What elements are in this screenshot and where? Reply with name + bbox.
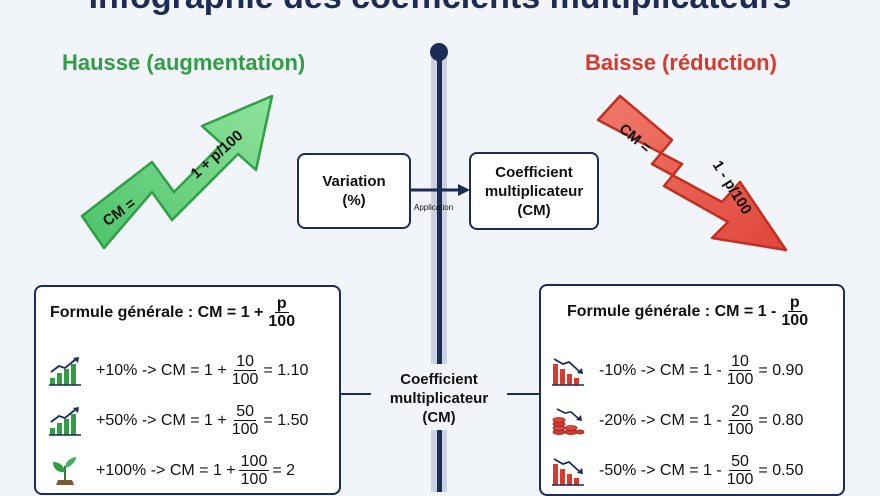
application-label: Application	[414, 203, 454, 212]
cm-box-line2: multiplicateur	[484, 182, 584, 200]
baisse-row-result: = 0.50	[758, 461, 804, 479]
baisse-row: -10% -> CM = 1 - 10 100 = 0.90	[551, 353, 803, 388]
variation-box: Variation (%)	[297, 153, 411, 229]
center-cm-line2: multiplicateur	[389, 390, 489, 407]
hausse-formula-prefix: Formule générale : CM = 1 +	[50, 303, 264, 321]
baisse-row-fraction: 20 100	[725, 403, 756, 438]
hausse-row-prefix: +50% -> CM = 1 +	[96, 411, 227, 429]
arrow-down-icon: CM = 1 - p/100	[596, 94, 788, 252]
baisse-row-result: = 0.90	[758, 361, 804, 379]
fraction-numerator: 100	[238, 453, 270, 471]
baisse-formula: Formule générale : CM = 1 - p 100	[567, 294, 813, 329]
center-cm-label: Coefficient multiplicateur (CM)	[371, 364, 507, 430]
baisse-row: -50% -> CM = 1 - 50 100 = 0.50	[551, 453, 803, 488]
fraction-numerator: 50	[729, 453, 751, 471]
fraction-numerator: 10	[234, 353, 256, 371]
fraction-denominator: 100	[268, 313, 296, 330]
bar-chart-down-icon	[552, 357, 584, 386]
baisse-row-fraction: 50 100	[725, 453, 756, 488]
fraction-denominator: 100	[231, 371, 259, 388]
fraction-denominator: 100	[781, 312, 809, 329]
fraction-numerator: p	[274, 295, 289, 313]
baisse-formula-fraction: p 100	[779, 294, 810, 329]
baisse-formula-prefix: Formule générale : CM = 1 -	[567, 302, 777, 320]
variation-line2: (%)	[342, 192, 366, 209]
bar-chart-up-icon	[49, 356, 81, 386]
baisse-row-result: = 0.80	[758, 411, 804, 429]
baisse-row-prefix: -50% -> CM = 1 -	[599, 461, 722, 479]
fraction-numerator: 20	[729, 403, 751, 421]
hausse-row-fraction: 50 100	[230, 403, 261, 438]
hausse-row-result: = 2	[272, 461, 296, 479]
baisse-heading: Baisse (réduction)	[585, 50, 777, 75]
baisse-row-prefix: -20% -> CM = 1 -	[599, 411, 722, 429]
coin-stack-down-icon	[552, 407, 585, 435]
hausse-row-fraction: 100 100	[238, 453, 270, 488]
cm-box-line3: (CM)	[517, 201, 551, 219]
fraction-denominator: 100	[231, 421, 259, 438]
cm-box: Coefficient multiplicateur (CM)	[469, 152, 599, 230]
fraction-denominator: 100	[726, 421, 754, 438]
bar-chart-down-icon	[552, 457, 584, 486]
hausse-row-prefix: +100% -> CM = 1 +	[96, 461, 236, 479]
axis-top-dot	[430, 43, 448, 61]
fraction-denominator: 100	[726, 371, 754, 388]
fraction-numerator: p	[787, 294, 802, 312]
page-title: Infographie des coefficients multiplicat…	[0, 0, 880, 17]
baisse-row-fraction: 10 100	[725, 353, 756, 388]
hausse-row-prefix: +10% -> CM = 1 +	[96, 361, 227, 379]
baisse-panel: Formule générale : CM = 1 - p 100 -10% -…	[539, 284, 845, 496]
hausse-panel: Formule générale : CM = 1 + p 100 +10% -…	[34, 285, 341, 495]
fraction-numerator: 10	[729, 353, 751, 371]
connector-left	[340, 393, 372, 395]
plant-sprout-icon	[53, 456, 76, 485]
connector-right	[506, 393, 540, 395]
baisse-row: -20% -> CM = 1 - 20 100 = 0.80	[551, 403, 803, 438]
center-cm-line1: Coefficient	[400, 371, 478, 388]
hausse-formula-fraction: p 100	[266, 295, 297, 330]
baisse-row-prefix: -10% -> CM = 1 -	[599, 361, 722, 379]
cm-box-line1: Coefficient	[495, 163, 573, 181]
hausse-row: +50% -> CM = 1 + 50 100 = 1.50	[48, 403, 308, 438]
arrow-up-icon: CM = 1 + p/100	[80, 94, 274, 250]
hausse-row-result: = 1.10	[263, 361, 309, 379]
hausse-formula: Formule générale : CM = 1 + p 100	[50, 295, 300, 330]
hausse-heading: Hausse (augmentation)	[62, 50, 306, 75]
hausse-row: +10% -> CM = 1 + 10 100 = 1.10	[48, 353, 308, 388]
hausse-row-fraction: 10 100	[230, 353, 261, 388]
center-cm-line3: (CM)	[422, 409, 456, 426]
bar-chart-up-icon	[49, 406, 81, 436]
fraction-numerator: 50	[234, 403, 256, 421]
center-axis-line	[437, 52, 442, 492]
hausse-row: +100% -> CM = 1 + 100 100 = 2	[48, 453, 295, 488]
variation-line1: Variation	[322, 173, 386, 190]
hausse-row-result: = 1.50	[263, 411, 309, 429]
application-arrow-icon	[410, 184, 470, 196]
